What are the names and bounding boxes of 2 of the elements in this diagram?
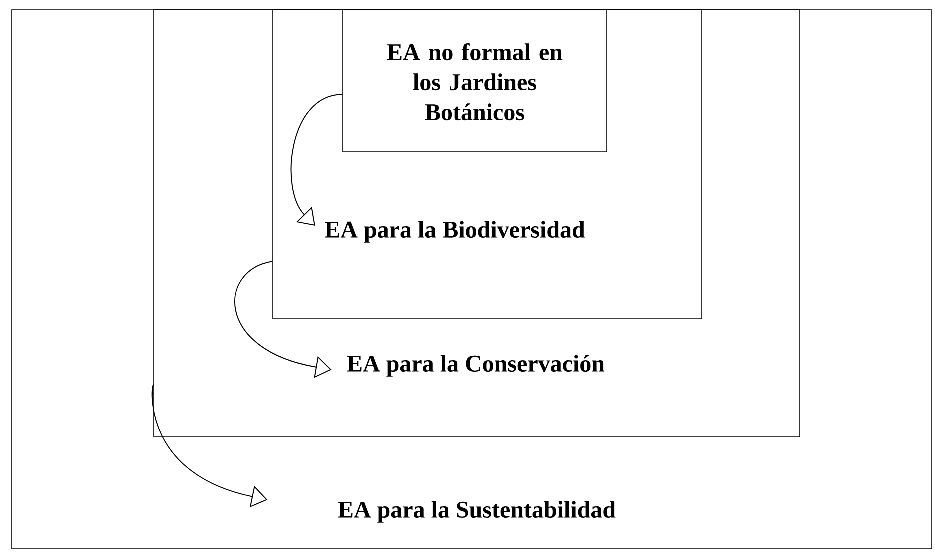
- curved-arrow: [290, 94, 344, 226]
- nested-box: EA no formal en los Jardines Botánicos: [342, 10, 608, 152]
